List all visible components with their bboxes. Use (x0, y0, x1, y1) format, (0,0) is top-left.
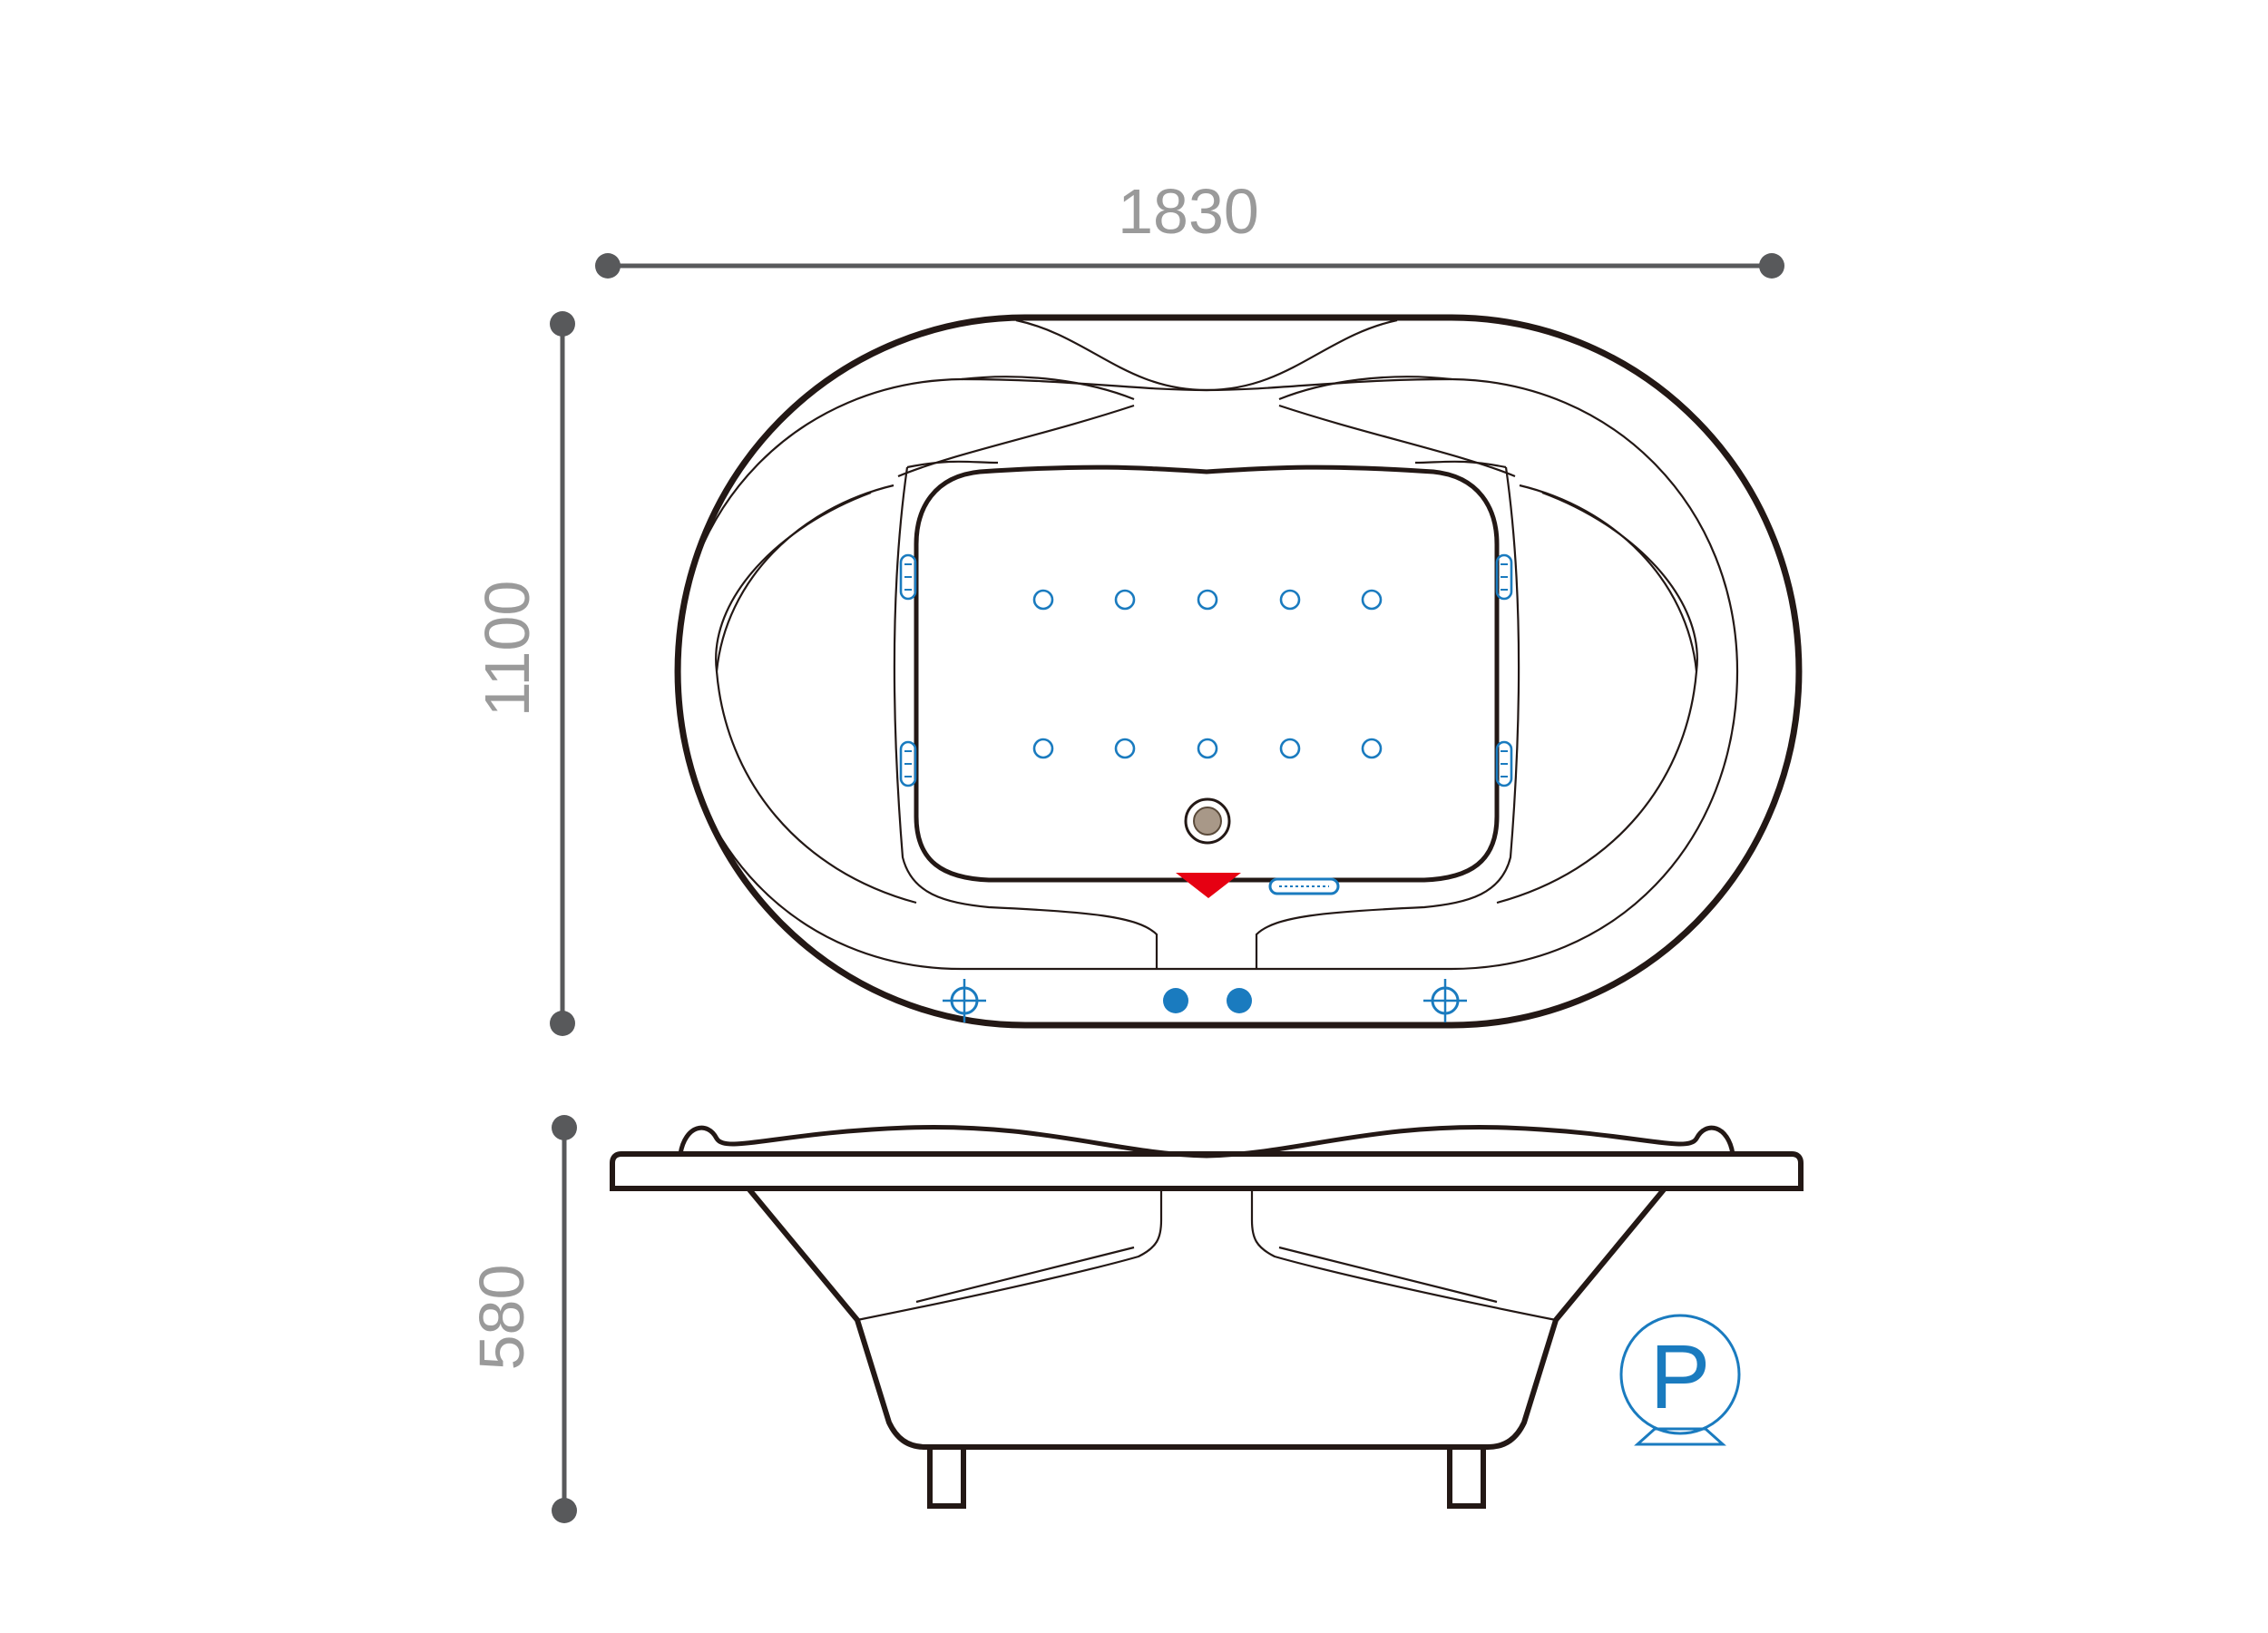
air-jet-icon (1032, 589, 1054, 611)
air-jet-icon (899, 740, 917, 787)
faucet-hole-icon (1163, 988, 1188, 1013)
overflow-marker-icon (1176, 873, 1241, 898)
air-jet-icon (1197, 589, 1218, 611)
dimension-endpoint (552, 1115, 577, 1140)
pump-symbol-icon: P (1619, 1314, 1741, 1446)
mounting-crosshair-icon (1423, 979, 1467, 1022)
faucet-hole-icon (1227, 988, 1252, 1013)
air-jet-icon (899, 553, 917, 601)
air-jet-icon (1114, 738, 1136, 759)
top-view (674, 314, 1803, 1029)
air-jet-icon (1114, 589, 1136, 611)
side-view (610, 1125, 1804, 1509)
air-jet-icon (1032, 738, 1054, 759)
air-jet-icon (1279, 738, 1301, 759)
length-dimension: 1830 (595, 176, 1784, 279)
dimension-endpoint (552, 1498, 577, 1523)
dimension-endpoint (1759, 253, 1784, 279)
pump-letter: P (1650, 1326, 1711, 1428)
drain-icon (1184, 797, 1231, 845)
air-jet-icon (1197, 738, 1218, 759)
dimension-endpoint (550, 1011, 575, 1036)
height-label: 580 (466, 1265, 537, 1371)
bottom-air-jets (1032, 589, 1383, 759)
width-label: 1100 (472, 581, 543, 718)
control-panel-icon (1268, 877, 1340, 895)
air-jet-icon (1495, 553, 1513, 601)
height-dimension: 580 (466, 1115, 577, 1523)
mounting-crosshair-icon (943, 979, 986, 1022)
width-dimension: 1100 (472, 311, 575, 1036)
air-jet-icon (1361, 589, 1383, 611)
air-jet-icon (1495, 740, 1513, 787)
air-jet-icon (1361, 738, 1383, 759)
length-label: 1830 (1118, 176, 1259, 247)
dimension-endpoint (550, 311, 575, 337)
dimension-endpoint (595, 253, 621, 279)
air-jet-icon (1279, 589, 1301, 611)
